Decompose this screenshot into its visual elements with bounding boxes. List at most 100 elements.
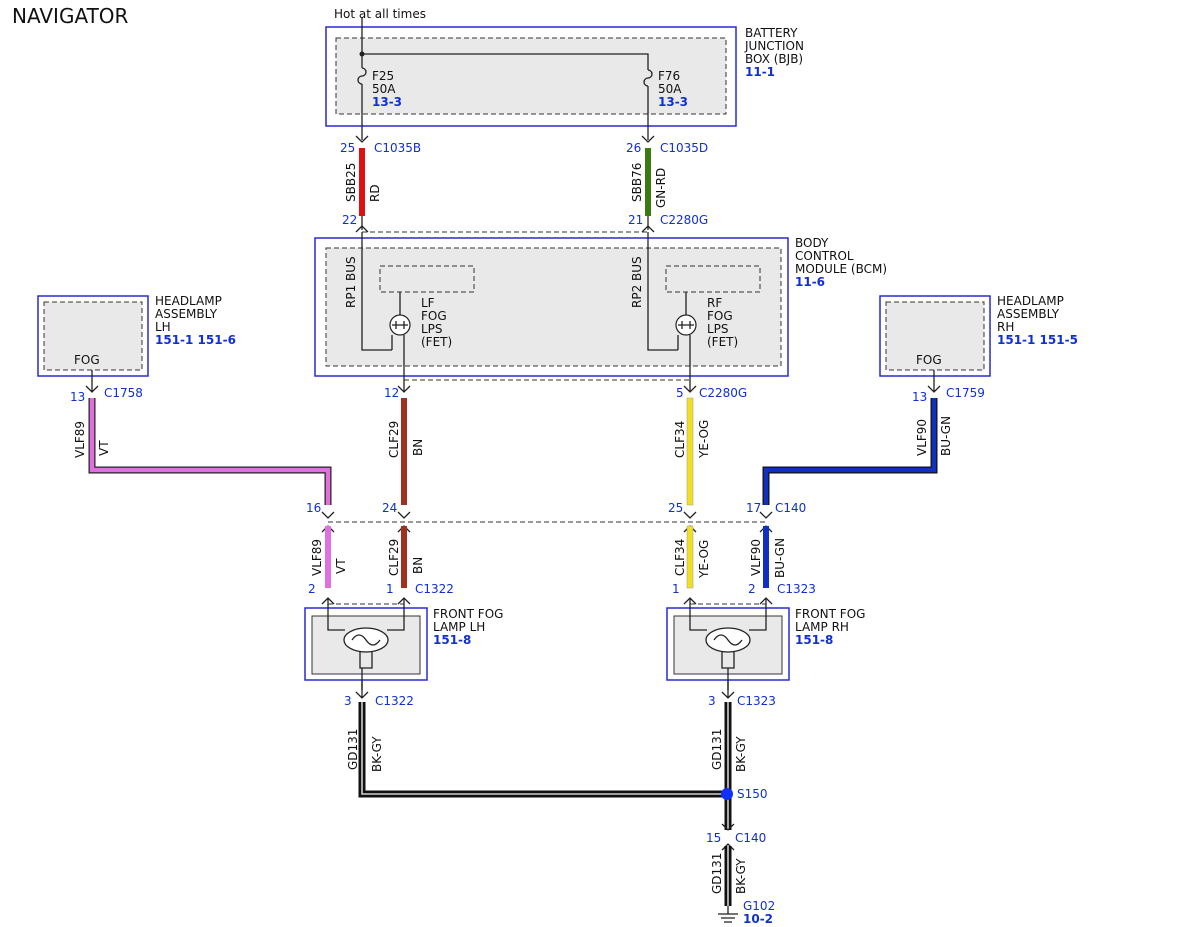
rf-fog-label-4: (FET) (707, 335, 738, 349)
c1322-gnd-pin: 3 (344, 694, 352, 708)
front-fog-lamp-lh: FRONT FOG LAMP LH 151-8 (304, 598, 503, 690)
bcm-bus-left: RP1 BUS (344, 256, 358, 308)
sbb25-color: RD (368, 184, 382, 202)
c1035b-pin: 25 (340, 141, 355, 155)
fuse-f25-rating: 50A (372, 82, 396, 96)
rf-fog-label-2: FOG (707, 309, 733, 323)
clf34-upper-circuit: CLF34 (673, 421, 687, 458)
clf29-upper-circuit: CLF29 (387, 421, 401, 458)
headlamp-rh-name-1: HEADLAMP (997, 294, 1064, 308)
ground-g102-ref[interactable]: 10-2 (743, 912, 773, 926)
vlf89-lower-color: VT (334, 558, 348, 574)
c140-label: C140 (775, 501, 806, 515)
c1322-gnd-label: C1322 (375, 694, 414, 708)
wire-vlf90-lower (763, 526, 769, 588)
lf-fog-label-4: (FET) (421, 335, 452, 349)
c2280g-top-label: C2280G (660, 213, 708, 227)
fog-lh-name-1: FRONT FOG (433, 607, 503, 621)
wire-clf34-upper (686, 397, 694, 506)
body-control-module: BODY CONTROL MODULE (BCM) 11-6 (314, 236, 887, 377)
headlamp-lh-fog-pin: FOG (74, 353, 100, 367)
fuse-f25-name: F25 (372, 69, 394, 83)
fog-lh-name-2: LAMP LH (433, 620, 485, 634)
c140-pin-16: 16 (306, 501, 321, 515)
fog-rh-ref[interactable]: 151-8 (795, 633, 833, 647)
supply-label: Hot at all times (334, 7, 426, 21)
vlf90-lower-circuit: VLF90 (749, 539, 763, 576)
wire-gd131-lh (358, 702, 728, 798)
vlf89-upper-color: VT (97, 440, 111, 456)
headlamp-lh-name-3: LH (155, 320, 171, 334)
c1035b-label: C1035B (374, 141, 421, 155)
bcm-bus-right: RP2 BUS (630, 256, 644, 308)
c1035d-label: C1035D (660, 141, 708, 155)
headlamp-lh-name-2: ASSEMBLY (155, 307, 218, 321)
wire-vlf89-lower (325, 526, 331, 588)
gd131-rh-circuit: GD131 (710, 729, 724, 770)
bjb-name-line2: JUNCTION (744, 39, 804, 53)
vlf90-upper-circuit: VLF90 (915, 419, 929, 456)
vlf90-upper-color: BU-GN (939, 416, 953, 456)
wire-vlf89-upper (89, 398, 331, 505)
c1759-pin: 13 (912, 390, 927, 404)
bjb-name-line3: BOX (BJB) (745, 52, 803, 66)
c1322-pin-1: 1 (386, 582, 394, 596)
c1758-label: C1758 (104, 386, 143, 400)
headlamp-rh-ref[interactable]: 151-1 151-5 (997, 333, 1078, 347)
lf-fog-label-2: FOG (421, 309, 447, 323)
headlamp-lh-ref[interactable]: 151-1 151-6 (155, 333, 236, 347)
fuse-f76-name: F76 (658, 69, 680, 83)
headlamp-lh-name-1: HEADLAMP (155, 294, 222, 308)
bjb-ref[interactable]: 11-1 (745, 65, 775, 79)
fuse-f76-ref[interactable]: 13-3 (658, 95, 688, 109)
c1322-top-label: C1322 (415, 582, 454, 596)
bcm-name-line3: MODULE (BCM) (795, 262, 887, 276)
vlf89-upper-circuit: VLF89 (73, 421, 87, 458)
gd131-lh-color: BK-GY (370, 736, 384, 772)
bcm-ref[interactable]: 11-6 (795, 275, 825, 289)
c1323-gnd-label: C1323 (737, 694, 776, 708)
c140-pin-25: 25 (668, 501, 683, 515)
c140-gnd-label: C140 (735, 831, 766, 845)
bcm-name-line2: CONTROL (795, 249, 854, 263)
bcm-name-line1: BODY (795, 236, 829, 250)
fog-rh-name-1: FRONT FOG (795, 607, 865, 621)
lf-fog-label-3: LPS (421, 322, 443, 336)
vlf89-lower-circuit: VLF89 (310, 539, 324, 576)
c140-pin-17: 17 (746, 501, 761, 515)
sbb76-color: GN-RD (654, 168, 668, 208)
fog-lh-ref[interactable]: 151-8 (433, 633, 471, 647)
lf-fog-label-1: LF (421, 296, 435, 310)
splice-s150-label: S150 (737, 787, 768, 801)
c1323-gnd-pin: 3 (708, 694, 716, 708)
gd131-final-circuit: GD131 (710, 853, 724, 894)
gd131-rh-color: BK-GY (734, 736, 748, 772)
c140-pin-24: 24 (382, 501, 397, 515)
c1759-label: C1759 (946, 386, 985, 400)
c2280g-bottom-pin-left: 12 (384, 386, 399, 400)
clf29-lower-color: BN (411, 557, 425, 574)
c1322-pin-2: 2 (308, 582, 316, 596)
ground-g102-label: G102 (743, 899, 775, 913)
c1323-pin-2: 2 (748, 582, 756, 596)
clf34-upper-color: YE-OG (697, 420, 711, 459)
clf29-lower-circuit: CLF29 (387, 539, 401, 576)
wire-clf34-lower (686, 525, 694, 589)
wire-sbb76 (645, 148, 651, 216)
bjb-name-line1: BATTERY (745, 26, 798, 40)
headlamp-assembly-lh: FOG HEADLAMP ASSEMBLY LH 151-1 151-6 (37, 294, 236, 377)
wire-vlf90-upper (763, 398, 937, 505)
c140-gnd-pin: 15 (706, 831, 721, 845)
splice-s150-dot (721, 788, 733, 800)
c1323-top-label: C1323 (777, 582, 816, 596)
battery-junction-box: BATTERY JUNCTION BOX (BJB) 11-1 (325, 26, 804, 127)
headlamp-rh-name-3: RH (997, 320, 1014, 334)
headlamp-rh-name-2: ASSEMBLY (997, 307, 1060, 321)
ground-icon (718, 906, 738, 923)
fuse-f25-ref[interactable]: 13-3 (372, 95, 402, 109)
fog-rh-name-2: LAMP RH (795, 620, 849, 634)
fuse-f76-rating: 50A (658, 82, 682, 96)
clf34-lower-color: YE-OG (697, 540, 711, 579)
sbb76-circuit: SBB76 (630, 163, 644, 202)
